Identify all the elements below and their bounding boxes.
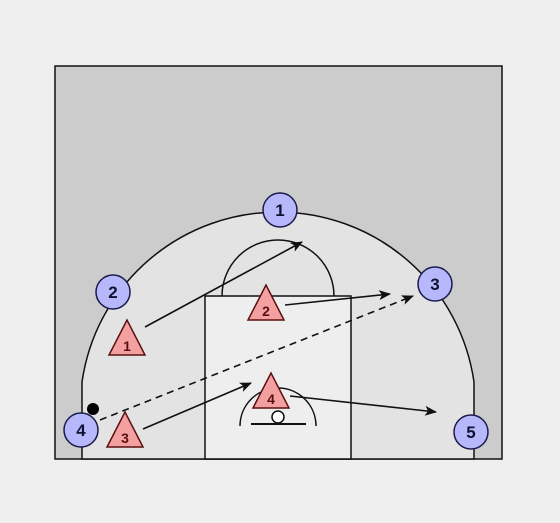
defense-player-label: 4 [267, 391, 275, 407]
offense-player-label: 3 [430, 275, 439, 294]
offense-player-1: 1 [262, 192, 298, 228]
offense-player-5: 5 [453, 414, 489, 450]
ball-marker [87, 403, 99, 415]
offense-player-marker [453, 414, 489, 450]
cut-path-defender-4 [289, 395, 437, 416]
offense-player-marker [417, 266, 453, 302]
cut-path-defender-3 [142, 382, 252, 430]
cut-path-defender-2 [284, 290, 391, 306]
offense-player-4: 4 [63, 412, 99, 448]
offense-player-label: 4 [76, 421, 86, 440]
offense-player-3: 3 [417, 266, 453, 302]
defense-player-marker [246, 283, 286, 321]
paint-area [204, 295, 352, 460]
defense-player-2: 2 [246, 283, 286, 321]
free-throw-arc [221, 239, 335, 297]
defense-player-marker [107, 318, 147, 356]
basket-rim [271, 410, 285, 424]
offense-player-label: 1 [275, 201, 284, 220]
offense-player-label: 2 [108, 283, 117, 302]
cut-path-defender-1 [144, 241, 303, 328]
defense-player-label: 3 [121, 430, 129, 446]
offense-player-2: 2 [95, 274, 131, 310]
pass-path [99, 295, 414, 421]
offense-player-marker [95, 274, 131, 310]
defense-player-label: 1 [123, 338, 131, 354]
defense-player-3: 3 [105, 410, 145, 448]
offense-player-marker [63, 412, 99, 448]
defense-player-4: 4 [251, 371, 291, 409]
defense-player-label: 2 [262, 303, 270, 319]
defense-player-marker [251, 371, 291, 409]
defense-player-marker [105, 410, 145, 448]
defense-player-1: 1 [107, 318, 147, 356]
offense-player-label: 5 [466, 423, 475, 442]
offense-player-marker [262, 192, 298, 228]
